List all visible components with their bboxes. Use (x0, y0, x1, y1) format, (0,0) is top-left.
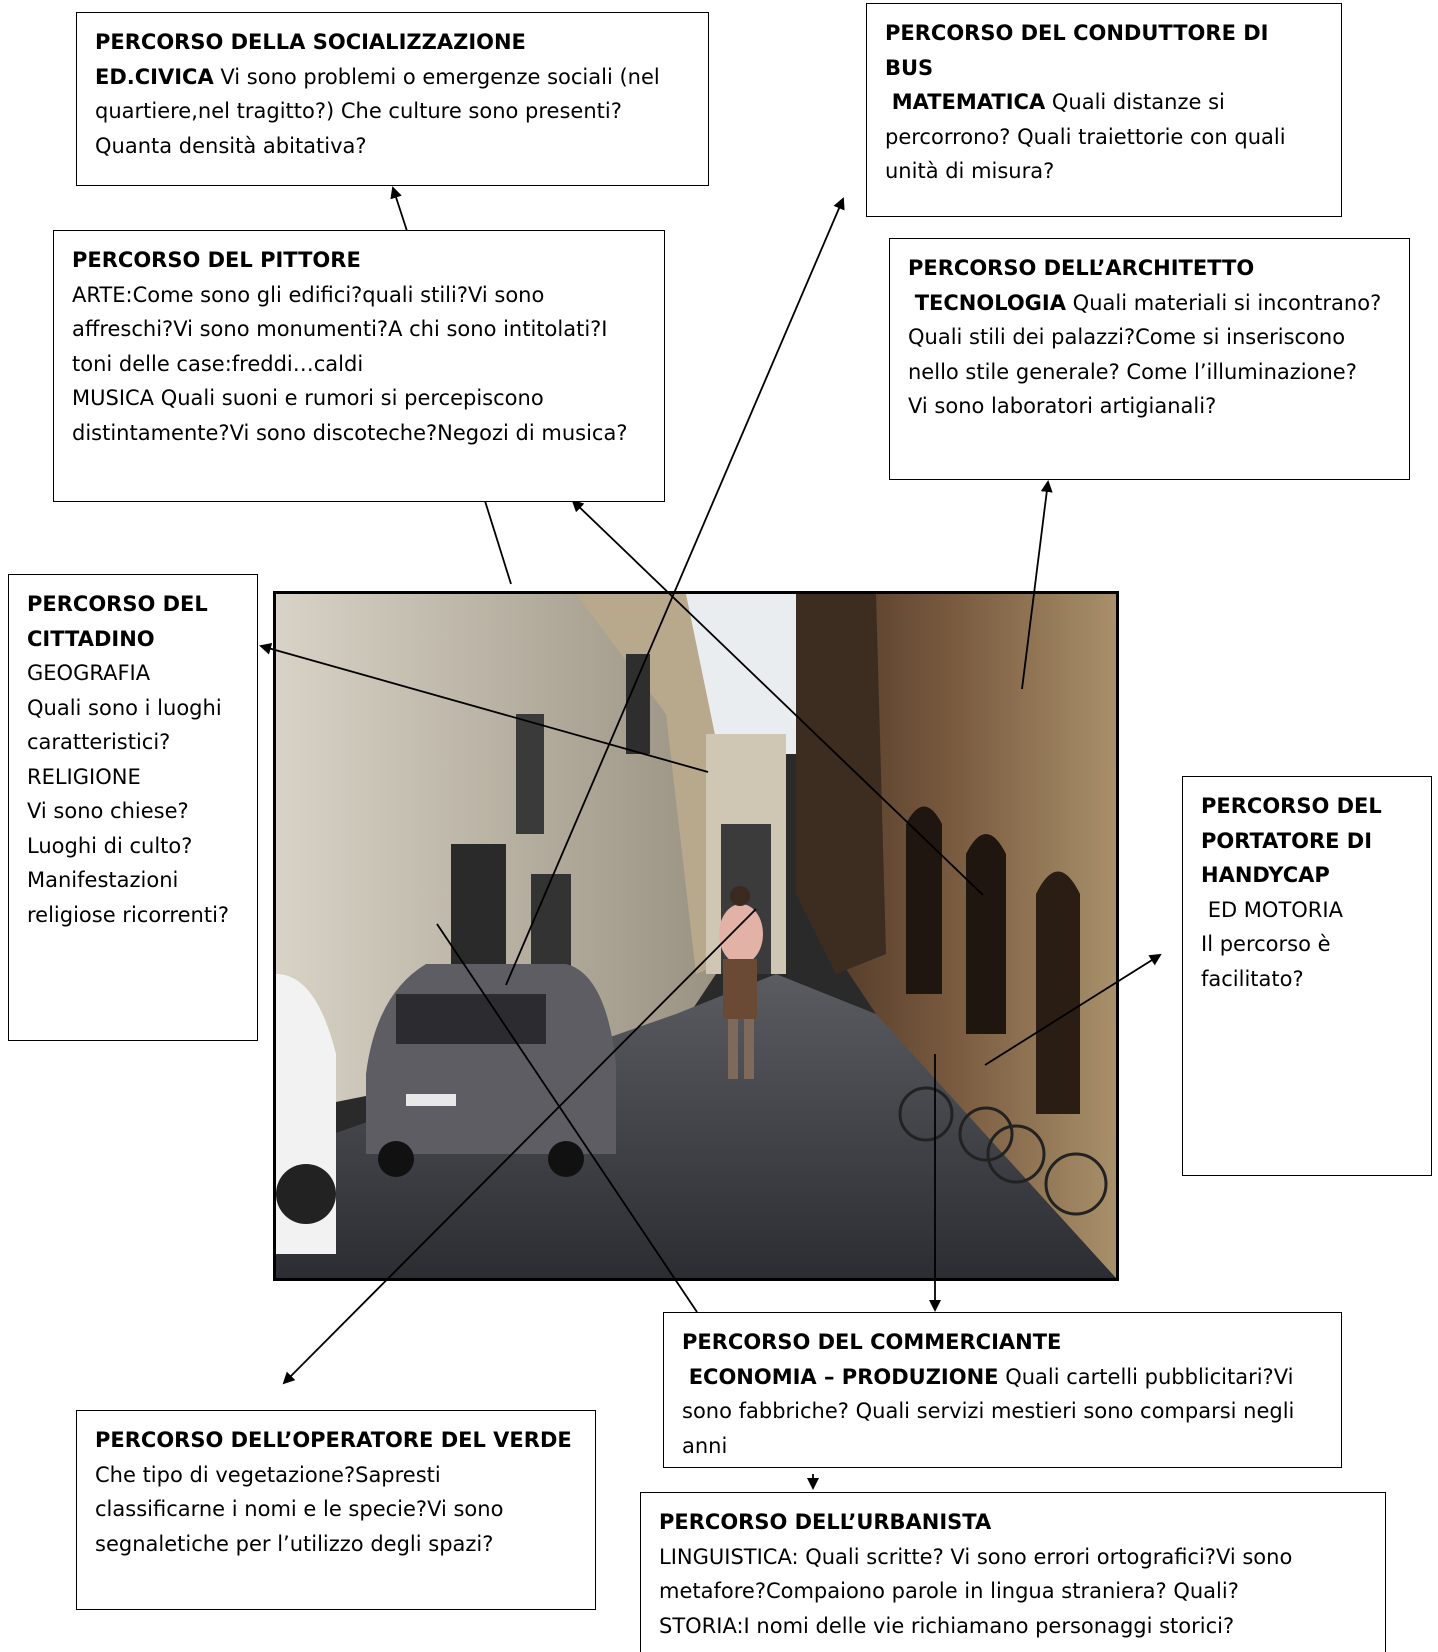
street-scene (276, 594, 1116, 1278)
text-architetto: Quali materiali si incontrano? Quali sti… (908, 290, 1382, 384)
title-urbanista: PERCORSO DELL’URBANISTA (659, 1510, 992, 1534)
subject-conduttore: MATEMATICA (891, 90, 1046, 114)
title-pittore: PERCORSO DEL PITTORE (72, 248, 361, 272)
box-cittadino: PERCORSO DEL CITTADINO GEOGRAFIA Quali s… (8, 574, 258, 1041)
box-handycap: PERCORSO DEL PORTATORE DI HANDYCAP ED MO… (1182, 776, 1432, 1176)
title-conduttore: PERCORSO DEL CONDUTTORE DI BUS (885, 21, 1269, 80)
text-cittadino-geografia: GEOGRAFIA (27, 661, 151, 685)
text-cittadino-religione: RELIGIONE (27, 764, 141, 789)
title-cittadino: PERCORSO DEL CITTADINO (27, 592, 208, 651)
text-pittore-arte: ARTE:Come sono gli edifici?quali stili?V… (72, 282, 608, 376)
title-verde: PERCORSO DELL’OPERATORE DEL VERDE (95, 1428, 572, 1452)
text-cittadino-chiese: Vi sono chiese?Luoghi di culto? Manifest… (27, 799, 230, 927)
title-commerciante: PERCORSO DEL COMMERCIANTE (682, 1330, 1062, 1354)
text-pittore-musica: MUSICA Quali suoni e rumori si percepisc… (72, 386, 628, 445)
text-commerciante: Quali cartelli pubblicitari?Vi sono fabb… (682, 1364, 1295, 1458)
text-socializzazione: Vi sono problemi o emergenze sociali (ne… (95, 64, 660, 158)
street-photo (273, 591, 1119, 1281)
text-conduttore: Quali distanze si percorrono? Quali trai… (885, 90, 1286, 183)
subject-handycap: ED MOTORIA (1207, 897, 1343, 922)
box-architetto: PERCORSO DELL’ARCHITETTO TECNOLOGIA Qual… (889, 238, 1410, 480)
text-verde: Che tipo di vegetazione?Sapresti classif… (95, 1462, 504, 1556)
box-socializzazione: PERCORSO DELLA SOCIALIZZAZIONE ED.CIVICA… (76, 12, 709, 186)
text-cittadino-luoghi: Quali sono i luoghi caratteristici? (27, 695, 222, 755)
text-urbanista-storia: STORIA:I nomi delle vie richiamano perso… (659, 1613, 1235, 1638)
text-handycap: Il percorso è facilitato? (1201, 932, 1331, 991)
text-urbanista-linguistica: LINGUISTICA: Quali scritte? Vi sono erro… (659, 1544, 1293, 1604)
title-architetto: PERCORSO DELL’ARCHITETTO (908, 256, 1255, 280)
box-pittore: PERCORSO DEL PITTORE ARTE:Come sono gli … (53, 230, 665, 502)
title-handycap: PERCORSO DEL PORTATORE DI HANDYCAP (1201, 794, 1382, 887)
box-commerciante: PERCORSO DEL COMMERCIANTE ECONOMIA – PRO… (663, 1312, 1342, 1468)
box-urbanista: PERCORSO DELL’URBANISTA LINGUISTICA: Qua… (640, 1492, 1386, 1652)
arrow-socializzazione (390, 186, 408, 232)
subject-socializzazione: ED.CIVICA (95, 64, 214, 89)
title-socializzazione: PERCORSO DELLA SOCIALIZZAZIONE (95, 30, 526, 54)
line-pittore (484, 500, 512, 585)
text-architetto-laboratori: Vi sono laboratori artigianali? (908, 394, 1217, 418)
box-verde: PERCORSO DELL’OPERATORE DEL VERDE Che ti… (76, 1410, 596, 1610)
subject-commerciante: ECONOMIA – PRODUZIONE (688, 1364, 999, 1389)
subject-architetto: TECNOLOGIA (914, 290, 1066, 315)
box-conduttore: PERCORSO DEL CONDUTTORE DI BUS MATEMATIC… (866, 3, 1342, 217)
